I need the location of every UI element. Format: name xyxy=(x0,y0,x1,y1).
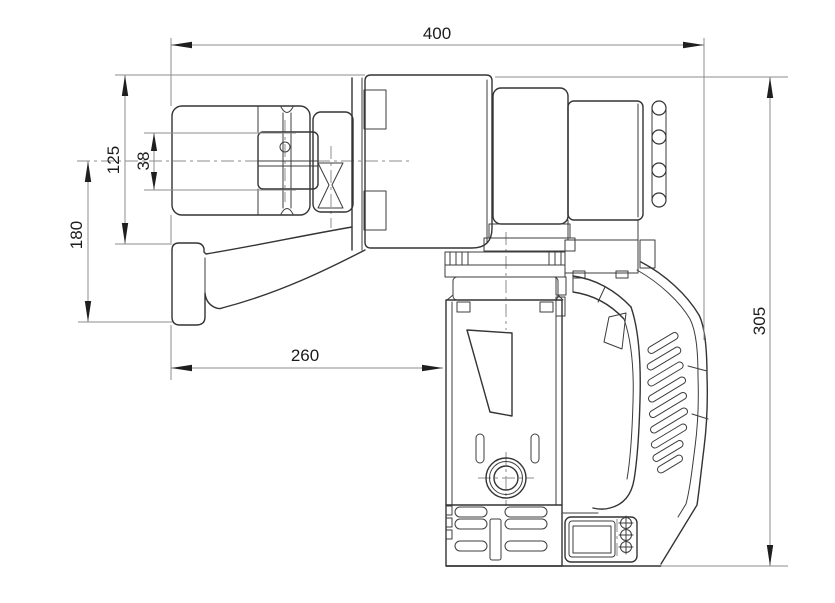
retainer-bowtie xyxy=(317,162,344,209)
dimension-38: 38 xyxy=(134,132,296,191)
reaction-arm xyxy=(171,226,366,326)
dim-label-overall-length: 400 xyxy=(423,24,451,43)
cap-screw xyxy=(651,192,667,208)
trigger-assembly xyxy=(555,239,656,350)
dimension-260: 260 xyxy=(171,346,443,372)
cap-screw xyxy=(651,129,667,145)
motor-end-cap xyxy=(567,100,667,241)
handle xyxy=(592,261,709,565)
cap-screw xyxy=(651,100,667,116)
motor-housing xyxy=(483,87,576,252)
label-window xyxy=(466,329,513,417)
gearbox-housing xyxy=(363,74,493,249)
dim-label-overall-height: 305 xyxy=(750,307,769,335)
control-knob xyxy=(485,457,527,499)
dim-label-arm-reach: 260 xyxy=(291,346,319,365)
dimension-180: 180 xyxy=(67,161,172,323)
socket-drive-assembly xyxy=(171,77,363,251)
dim-label-center-to-foot: 180 xyxy=(67,221,86,249)
centerlines xyxy=(77,120,618,559)
dim-label-square-drive: 38 xyxy=(134,152,153,171)
dimension-125: 125 xyxy=(104,74,365,245)
vent-grid xyxy=(445,505,548,561)
cap-screw xyxy=(651,162,667,178)
clamp-boss-top xyxy=(363,89,387,130)
drive-pin-hole xyxy=(279,141,291,153)
dimension-305: 305 xyxy=(495,76,788,567)
display-panel xyxy=(445,512,662,567)
grip-ribs xyxy=(646,332,689,474)
display-module xyxy=(564,516,638,563)
dimension-400: 400 xyxy=(170,24,705,380)
clamp-boss-bottom xyxy=(363,190,387,231)
display-screen xyxy=(568,520,616,558)
dim-label-head-height: 125 xyxy=(104,146,123,174)
